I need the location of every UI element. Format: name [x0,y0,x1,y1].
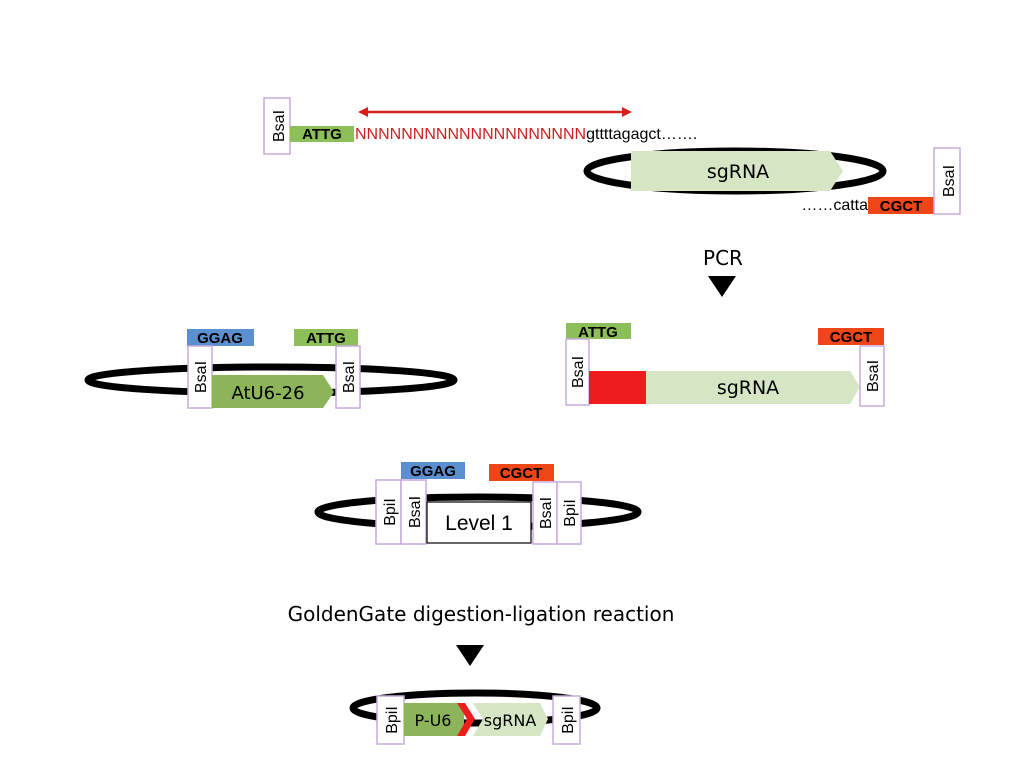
pcr-down-arrow [708,276,736,297]
bsai-site-promoter-right: BsaI [335,345,361,409]
cgct-label: CGCT [880,198,923,215]
bsai-label: BsaI [941,165,958,197]
sgrna-cassette-product: sgRNA [646,371,860,404]
bpii-site-final-left: BpiI [376,695,405,745]
final-construct: BpiI P-U6 sgRNA BpiI [349,689,601,745]
bsai-site-left-primer: BsaI [263,97,291,155]
attg-overhang-product: ATTG [566,323,631,341]
target-chevron [457,703,475,736]
bsai-label: BsaI [341,361,358,393]
atu6-26-promoter-arrow: AtU6-26 [212,375,334,408]
ggag-overhang-level1: GGAG [401,462,465,480]
cgct-label: CGCT [500,465,543,482]
bsai-label: BsaI [193,361,210,393]
primer-sequence: NNNNNNNNNNNNNNNNNNNNgttttagagct……. [355,126,697,143]
pu6-promoter-block: P-U6 [404,703,464,736]
bpii-label: BpiI [382,498,399,526]
bsai-label: BsaI [865,360,882,392]
sgrna-cassette-final: sgRNA [473,703,548,736]
pu6-label: P-U6 [415,711,452,730]
attg-label: ATTG [306,330,346,347]
pcr-product: ATTG CGCT BsaI sgRNA BsaI [565,323,885,407]
cgct-label: CGCT [830,329,873,346]
target-sequence-block [589,371,646,404]
bsai-label: BsaI [570,356,587,388]
bsai-site-right-primer: BsaI [933,147,961,215]
atu6-promoter-plasmid: GGAG ATTG BsaI AtU6-26 BsaI [84,329,458,409]
bpii-site-level1-right: BpiI [556,481,582,545]
cgct-overhang-primer: CGCT [868,197,934,215]
pcr-step: PCR [703,246,743,297]
ggag-label: GGAG [410,463,456,480]
sgrna-label: sgRNA [484,711,537,730]
attg-label: ATTG [302,126,342,143]
bpii-label: BpiI [562,499,579,527]
sgrna-label: sgRNA [717,377,779,399]
ggag-label: GGAG [197,330,243,347]
sgrna-label: sgRNA [707,161,769,183]
reaction-down-arrow [456,645,484,666]
cgct-overhang-product: CGCT [818,328,884,346]
bsai-label: BsaI [271,110,288,142]
bsai-site-product-right: BsaI [859,345,885,407]
primer-template-section: BsaI ATTG NNNNNNNNNNNNNNNNNNNNgttttagagc… [263,97,961,215]
attg-overhang-promoter: ATTG [294,329,358,347]
cgct-overhang-level1: CGCT [489,464,554,482]
atu6-label: AtU6-26 [231,383,304,404]
bsai-label: BsaI [407,496,424,528]
attg-overhang-primer: ATTG [290,126,354,143]
bpii-label: BpiI [560,706,577,734]
reaction-label: GoldenGate digestion-ligation reaction [288,602,675,626]
level1-insert-box: Level 1 [426,501,532,544]
bpii-site-level1-left: BpiI [375,479,402,545]
forward-tail-sequence: gttttagagct……. [586,126,697,143]
target-n-sequence: NNNNNNNNNNNNNNNNNNNN [355,126,586,143]
bsai-site-level1-right: BsaI [532,481,558,545]
pcr-label: PCR [703,246,743,270]
ggag-overhang-promoter: GGAG [187,329,254,347]
attg-label: ATTG [578,324,618,341]
bsai-site-promoter-left: BsaI [187,345,213,409]
reverse-tail-sequence: ……catta [801,197,868,214]
sgrna-cassette-template: sgRNA [631,151,843,191]
level1-vector: GGAG CGCT BpiI BsaI Level 1 BsaI BpiI [314,462,642,545]
bpii-site-final-right: BpiI [552,695,581,745]
level1-label: Level 1 [445,512,513,535]
final-plasmid-ring [349,689,601,727]
bsai-site-level1-left: BsaI [400,479,427,545]
bsai-label: BsaI [538,497,555,529]
bpii-label: BpiI [384,706,401,734]
bsai-site-product-left: BsaI [565,338,590,406]
reaction-step: GoldenGate digestion-ligation reaction [288,602,675,666]
